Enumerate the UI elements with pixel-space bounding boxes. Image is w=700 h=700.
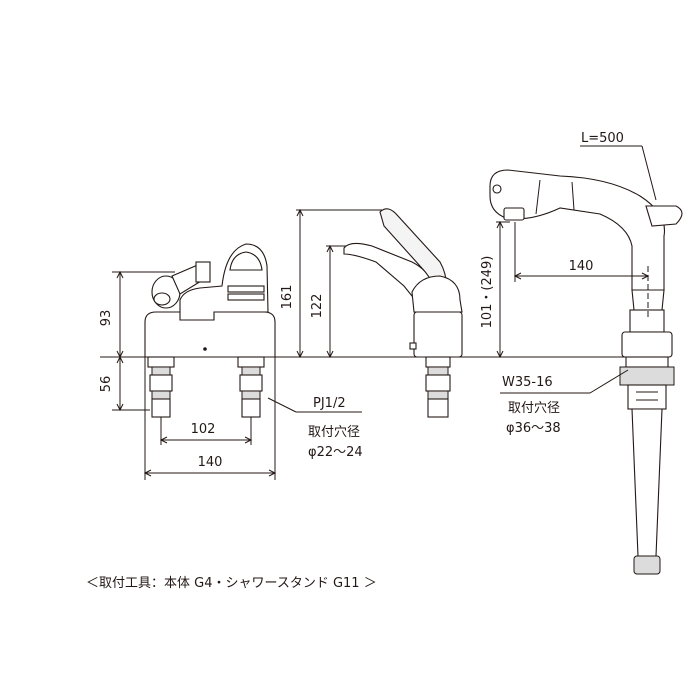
right-dimension-lines xyxy=(496,145,657,394)
callout-right-hole-size: φ36～38 xyxy=(506,421,561,436)
shower-head-seam xyxy=(535,179,541,215)
shower-nozzle xyxy=(503,207,525,221)
valve-cap xyxy=(229,251,263,271)
stand-base xyxy=(621,331,673,358)
callout-left-hole-label: 取付穴径 xyxy=(308,425,360,440)
left-inlet-fitting xyxy=(147,356,175,418)
stand-thread xyxy=(627,384,667,410)
supply-pipe-end xyxy=(633,555,661,575)
dim-height-body: 93 xyxy=(99,310,114,327)
lever-mixer-side-view xyxy=(343,208,463,418)
connector-tip xyxy=(195,261,211,283)
footer-tools-caption: ＜取付工具：本体 G4・シャワースタンド G11 ＞ xyxy=(86,576,377,591)
callout-left-hole-size: φ22～24 xyxy=(308,445,363,460)
right-inlet-fitting xyxy=(237,356,265,418)
mixer-body-upper xyxy=(411,275,463,313)
hose-tail xyxy=(645,205,683,227)
callout-right-hole-label: 取付穴径 xyxy=(508,401,560,416)
dim-spout-height: 122 xyxy=(310,294,325,319)
supply-pipe xyxy=(631,408,663,557)
base-dot xyxy=(203,347,207,351)
dim-pitch: 102 xyxy=(191,422,216,437)
center-dimension-lines xyxy=(296,208,382,359)
stand-collar xyxy=(629,309,665,333)
shower-stand xyxy=(489,169,683,575)
callout-right-thread: W35-16 xyxy=(502,375,553,390)
left-dimension-lines xyxy=(112,270,362,480)
mixer-body-lower xyxy=(413,311,463,358)
dim-height-below: 56 xyxy=(99,376,114,393)
shower-head-seam-2 xyxy=(571,181,575,211)
center-inlet-fitting xyxy=(425,356,451,418)
valve-ring-1 xyxy=(227,285,265,293)
connector-nut xyxy=(153,292,171,306)
dim-hose-length: L=500 xyxy=(581,131,624,146)
dim-width: 140 xyxy=(198,455,223,470)
callout-left-thread: PJ1/2 xyxy=(313,396,346,411)
dim-shower-height: 101・(249) xyxy=(480,256,495,329)
dim-shower-reach: 140 xyxy=(569,259,594,274)
valve-ring-2 xyxy=(227,293,265,301)
mixer-body-pin xyxy=(409,342,417,350)
dim-lever-height: 161 xyxy=(280,285,295,310)
stand-locknut xyxy=(619,366,675,386)
shower-button xyxy=(492,184,502,194)
two-hole-mixer xyxy=(144,243,276,418)
stand-washer xyxy=(625,356,669,368)
